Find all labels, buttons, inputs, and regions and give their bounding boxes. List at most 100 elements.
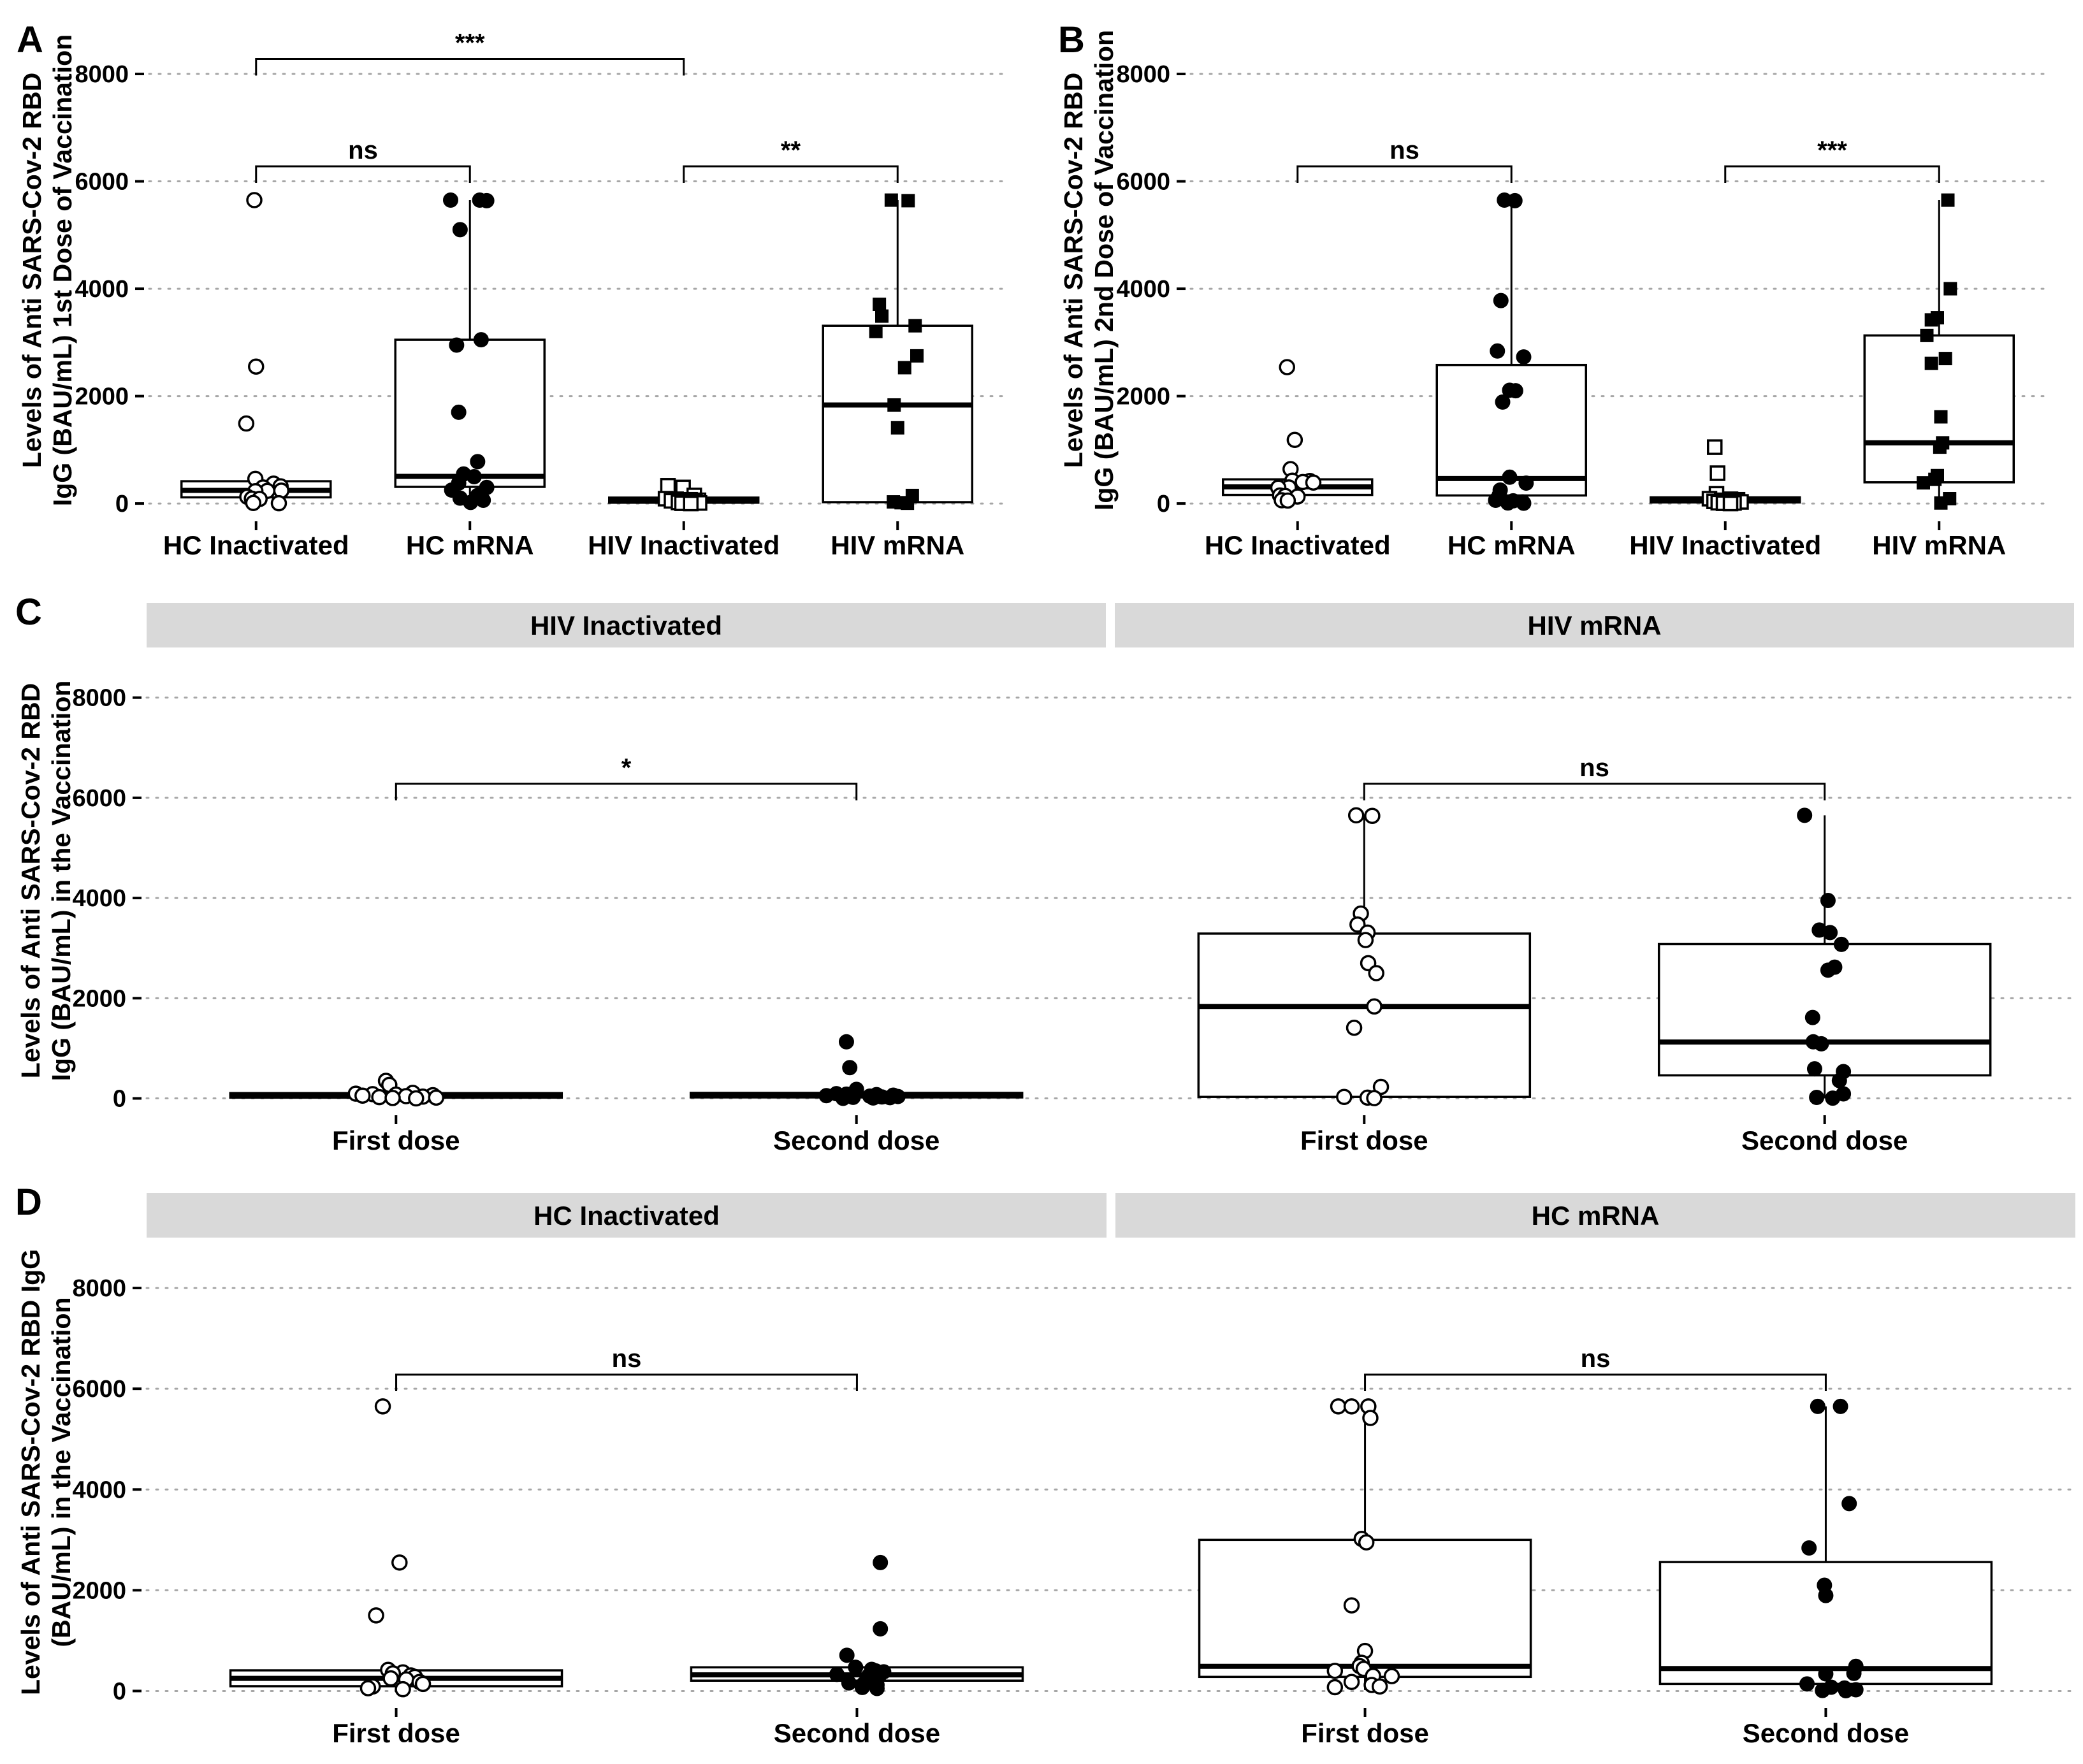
- data-point: [368, 1607, 384, 1624]
- data-point: [1305, 474, 1322, 491]
- significance-label: ***: [1817, 136, 1847, 164]
- significance-label: *: [621, 754, 632, 782]
- x-tick-label: Second dose: [773, 1125, 940, 1152]
- data-point: [901, 194, 915, 208]
- data-point: [1279, 359, 1295, 375]
- data-point: [395, 1681, 411, 1698]
- y-tick-label: 6000: [75, 169, 129, 196]
- significance-label: **: [781, 136, 801, 164]
- y-tick-label: 6000: [72, 785, 126, 812]
- significance-label: ns: [612, 1345, 642, 1373]
- data-point: [452, 222, 468, 238]
- data-point: [1330, 1398, 1347, 1415]
- data-point: [1818, 1587, 1834, 1603]
- y-axis-label: Levels of Anti SARS-Cov-2 RBD: [17, 73, 47, 468]
- data-point: [829, 1666, 845, 1682]
- significance-label: ns: [1581, 1345, 1611, 1373]
- y-tick-label: 2000: [72, 1577, 126, 1604]
- y-tick-label: 2000: [1116, 384, 1170, 410]
- data-point: [1841, 1496, 1857, 1512]
- significance-label: ns: [1579, 754, 1609, 782]
- data-point: [354, 1087, 371, 1104]
- data-point: [1383, 1668, 1400, 1684]
- data-point: [1822, 925, 1838, 941]
- panel-letter: C: [15, 591, 42, 633]
- significance-bracket: [683, 165, 899, 183]
- data-point: [1326, 1679, 1344, 1696]
- facet-strip: [1115, 1193, 2075, 1238]
- data-point: [1336, 1088, 1353, 1105]
- facet-title: HIV mRNA: [1527, 611, 1661, 640]
- significance-bracket: [395, 783, 858, 800]
- data-point: [884, 193, 898, 207]
- data-point: [1801, 1540, 1817, 1556]
- data-point: [1825, 1090, 1841, 1106]
- data-point: [428, 1089, 445, 1106]
- y-tick-label: 0: [113, 1678, 126, 1705]
- data-point: [842, 1060, 858, 1076]
- data-point: [1722, 495, 1739, 512]
- data-point: [1366, 1090, 1383, 1106]
- data-point: [1362, 1410, 1379, 1426]
- data-point: [1286, 431, 1303, 448]
- x-tick-label: HC Inactivated: [1205, 530, 1391, 560]
- y-tick-label: 0: [115, 491, 129, 517]
- significance-label: ***: [455, 29, 485, 57]
- data-point: [835, 1090, 851, 1106]
- significance-label: ns: [348, 136, 378, 164]
- data-point: [414, 1675, 432, 1693]
- data-point: [1804, 1009, 1820, 1025]
- panel-letter: A: [17, 19, 43, 61]
- data-point: [248, 358, 265, 375]
- x-tick-label: First dose: [1300, 1125, 1428, 1152]
- data-point: [466, 468, 482, 484]
- x-tick-label: Second dose: [1741, 1125, 1908, 1152]
- y-axis-label: Levels of Anti SARS-Cov-2 RBD: [16, 683, 45, 1078]
- significance-bracket: [1364, 1373, 1827, 1392]
- y-tick-label: 2000: [75, 384, 129, 410]
- data-point: [1490, 343, 1506, 359]
- data-point: [382, 1670, 399, 1687]
- significance-bracket: [1296, 165, 1513, 183]
- y-tick-label: 2000: [72, 985, 126, 1012]
- x-tick-label: HIV mRNA: [1872, 530, 2006, 560]
- x-tick-label: First dose: [1301, 1718, 1429, 1748]
- data-point: [1516, 495, 1532, 511]
- y-axis-label: Levels of Anti SARS-Cov-2 RBD: [1059, 73, 1088, 468]
- data-point: [1838, 1683, 1854, 1699]
- facet-title: HIV Inactivated: [530, 611, 722, 640]
- x-tick-label: First dose: [332, 1718, 460, 1748]
- data-point: [890, 421, 904, 435]
- x-tick-label: HC mRNA: [406, 530, 534, 560]
- data-point: [1326, 1663, 1344, 1679]
- data-point: [1941, 193, 1955, 207]
- y-axis-label: Levels of Anti SARS-Cov-2 RBD IgG: [16, 1249, 45, 1695]
- data-point: [1799, 1676, 1815, 1692]
- facet-strip: [147, 603, 1106, 647]
- data-point: [270, 495, 287, 512]
- data-point: [873, 298, 887, 312]
- data-point: [848, 1659, 864, 1675]
- data-point: [1518, 475, 1534, 491]
- data-point: [1343, 1674, 1360, 1690]
- data-point: [1347, 807, 1365, 824]
- data-point: [887, 398, 901, 412]
- data-point: [875, 309, 889, 323]
- data-point: [1924, 313, 1938, 327]
- data-point: [1358, 1534, 1375, 1551]
- data-point: [865, 1090, 881, 1106]
- data-point: [901, 496, 915, 510]
- data-point: [246, 192, 263, 208]
- data-point: [408, 1090, 425, 1107]
- data-point: [1917, 476, 1930, 490]
- panel-letter: B: [1058, 19, 1085, 61]
- data-point: [841, 1675, 857, 1691]
- data-point: [1495, 394, 1511, 410]
- y-tick-label: 4000: [72, 885, 126, 912]
- data-point: [1500, 495, 1516, 511]
- data-point: [660, 478, 676, 494]
- box: [822, 324, 973, 503]
- x-tick-label: Second dose: [1743, 1718, 1909, 1748]
